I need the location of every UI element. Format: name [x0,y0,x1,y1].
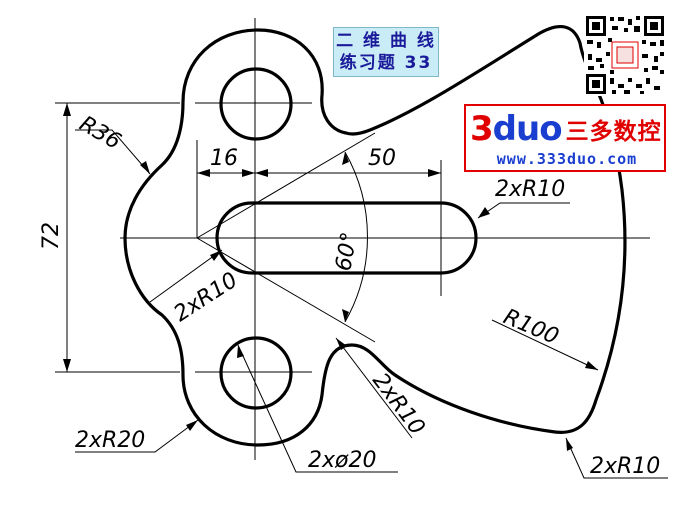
exercise-title: 二 维 曲 线 练习题 33 [333,27,439,77]
label-lower-r10: 2xR10 [367,369,429,440]
label-slot-r10: 2xR10 [495,177,565,202]
centerlines [120,18,650,460]
angle-lines [196,132,376,343]
label-r20: 2xR20 [75,428,145,453]
outer-profile [123,24,627,447]
arrow-angle-bottom [342,309,349,322]
arrowheads [63,103,598,451]
arrow-50-right [428,169,441,177]
logo-brand-digit: 3 [470,109,494,149]
slot-r10-leader [477,202,570,219]
logo-brand: 3duo [470,109,563,149]
label-r100: R100 [500,305,562,350]
label-72: 72 [39,222,64,250]
arrow-r20 [186,420,198,431]
brand-logo: 3duo 三多数控 www.333duo.com [464,104,666,172]
arrow-16-left [197,169,210,177]
angle-line-upper [196,132,376,239]
arrow-phi20 [237,345,244,358]
logo-top-row: 3duo 三多数控 [470,109,664,149]
qr-code-icon [584,14,666,96]
left-r10-leader [149,249,223,303]
angle-line-lower [196,237,376,343]
label-corner-r10: 2xR10 [590,454,660,479]
corner-r10-leader [565,437,668,479]
arrow-angle-top [342,152,349,165]
r36-leader [75,129,151,175]
title-line1: 二 维 曲 线 [336,31,436,51]
arrow-lower-r10 [336,338,347,350]
angle-arc [344,151,368,323]
label-50: 50 [368,146,396,171]
arrow-50-left [255,169,268,177]
label-phi20: 2xø20 [308,448,376,473]
arrow-left-r10 [210,250,222,261]
logo-chinese-name: 三多数控 [565,119,662,145]
arrow-72-top [63,103,71,116]
logo-url: www.333duo.com [496,150,638,168]
arrow-r36 [140,161,150,174]
label-60deg: 60° [331,230,362,273]
label-16: 16 [210,146,238,171]
arrow-16-right [242,169,255,177]
arrow-72-bottom [63,359,71,372]
title-line2: 练习题 33 [339,53,433,73]
label-left-r10: 2xR10 [170,268,243,327]
label-r36: R36 [75,112,125,155]
phi20-leader [237,344,398,473]
lower-r10-leader [335,337,413,439]
bottom-hole [219,336,293,410]
arrow-r100 [585,361,598,370]
arrow-slot-r10 [478,207,490,218]
r100-leader [491,319,599,371]
dimension-lines [55,102,668,479]
top-hole [219,67,293,141]
arrow-corner-r10 [566,438,573,451]
logo-brand-word: duo [492,109,563,149]
r20-leader [75,419,199,453]
